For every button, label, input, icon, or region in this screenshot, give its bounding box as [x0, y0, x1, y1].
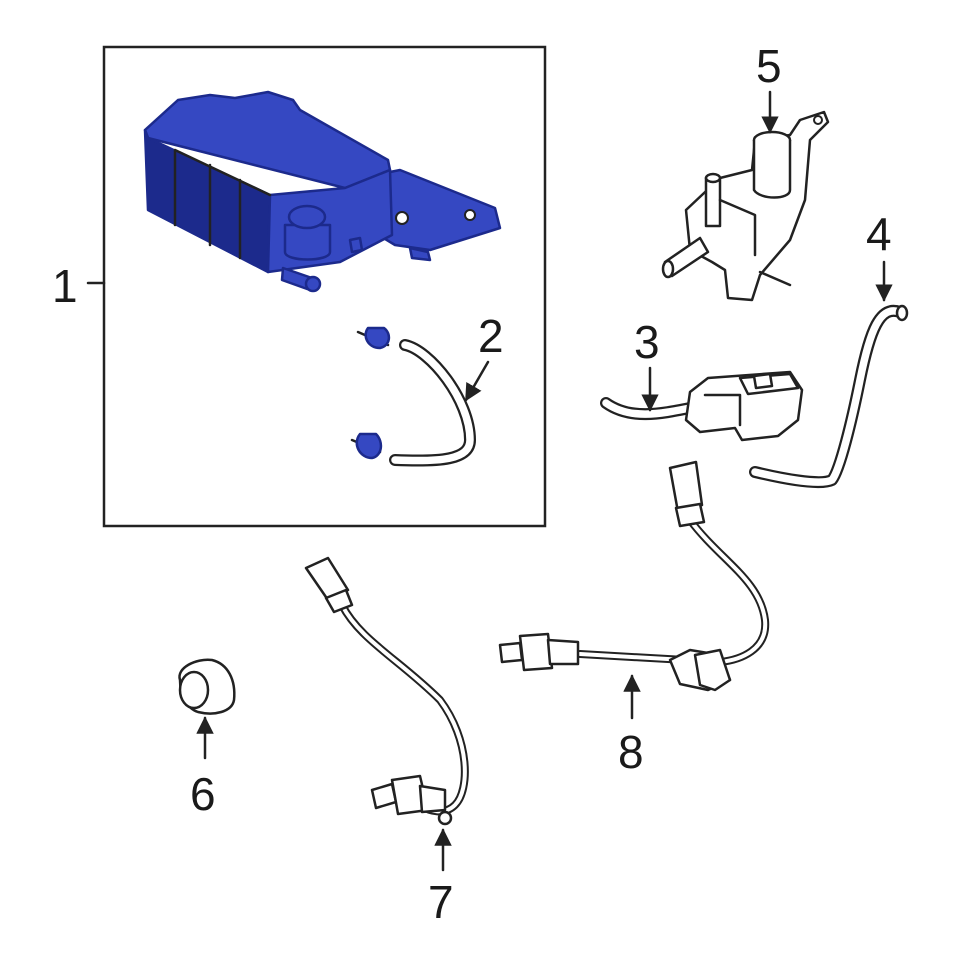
callout-4[interactable]: 4 — [866, 208, 892, 260]
vacuum-switching-valve[interactable] — [661, 110, 830, 302]
canister-port-valve — [283, 223, 332, 261]
hose-clamp-upper — [356, 326, 391, 350]
canister-port-tip — [304, 275, 322, 293]
callout-1[interactable]: 1 — [52, 260, 78, 312]
callout-7[interactable]: 7 — [428, 876, 454, 928]
bracket-bolt-hole — [395, 211, 409, 225]
callout-2-arrow — [464, 360, 490, 402]
callout-6[interactable]: 6 — [190, 768, 216, 820]
vapor-pressure-sensor[interactable] — [600, 370, 804, 442]
vapor-hose[interactable] — [350, 326, 476, 467]
oxygen-sensor-downstream[interactable] — [304, 556, 469, 826]
canister-port-cap — [287, 204, 327, 230]
purge-line-hose[interactable] — [749, 304, 909, 489]
hose-clamp-lower — [350, 432, 383, 460]
oxygen-sensor-upstream[interactable] — [498, 460, 770, 692]
sensor-cap[interactable] — [178, 658, 236, 715]
callout-2[interactable]: 2 — [478, 310, 504, 362]
canister-bracket-clip — [408, 246, 432, 262]
canister-rib-lines — [173, 148, 272, 260]
callout-5[interactable]: 5 — [756, 40, 782, 92]
bracket-bolt-hole — [464, 209, 476, 221]
callout-8[interactable]: 8 — [618, 726, 644, 778]
callout-3[interactable]: 3 — [634, 316, 660, 368]
assembly-group-box — [102, 45, 547, 528]
canister-top — [143, 90, 392, 190]
canister-vent-nozzle — [348, 236, 364, 254]
charcoal-canister[interactable] — [143, 90, 502, 293]
